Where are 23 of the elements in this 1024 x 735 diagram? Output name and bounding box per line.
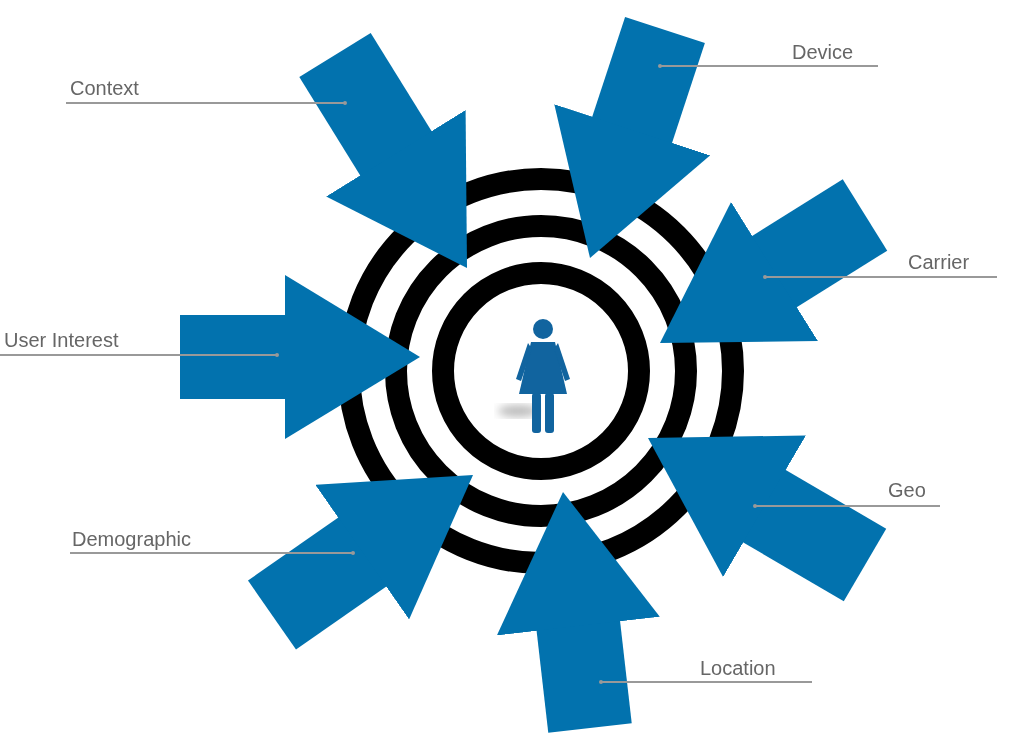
leader-line [658, 64, 879, 68]
label-text: Geo [888, 479, 926, 501]
block-arrow [299, 32, 467, 268]
label-text: Context [70, 77, 139, 99]
leader-line [753, 504, 941, 508]
label-text: Device [792, 41, 854, 63]
block-arrow [496, 492, 660, 733]
label-text: User Interest [4, 329, 119, 351]
leader-line [0, 353, 279, 357]
leader-line [65, 101, 347, 105]
leader-line [69, 551, 355, 555]
label-text: Location [700, 657, 776, 679]
woman-icon [498, 319, 570, 433]
leader-line [763, 275, 998, 279]
block-arrow [248, 475, 473, 650]
leader-line [599, 680, 813, 684]
label-text: Carrier [908, 251, 970, 273]
label-text: Demographic [72, 528, 191, 550]
block-arrow [660, 179, 888, 343]
block-arrow [180, 275, 420, 439]
block-arrow [554, 16, 711, 258]
target-rings [338, 168, 744, 574]
block-arrow [648, 435, 887, 602]
